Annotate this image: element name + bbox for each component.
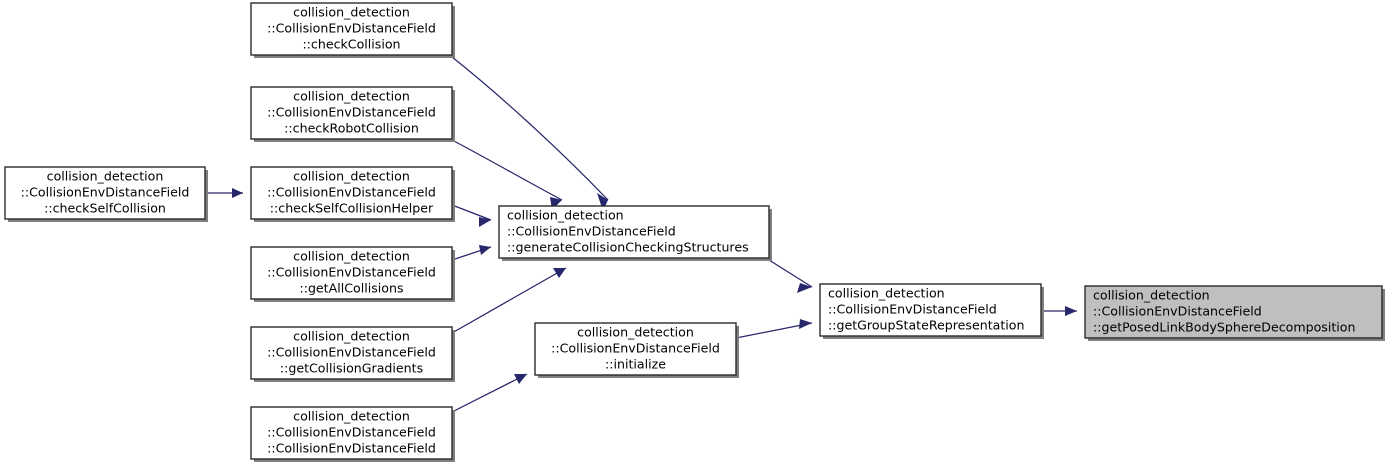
node-box[interactable]: [534, 322, 737, 376]
node-label-line: ::CollisionEnvDistanceField: [828, 302, 997, 317]
node-label-line: collision_detection: [1093, 288, 1210, 303]
node-label-line: collision_detection: [507, 208, 624, 223]
edge-line: [451, 204, 492, 221]
node-label-line: collision_detection: [47, 169, 164, 184]
edge-checkSelfCollision-to-helper: [205, 188, 243, 198]
node-label-line: ::getCollisionGradients: [280, 361, 423, 376]
node-label-line: ::CollisionEnvDistanceField: [267, 345, 436, 360]
node-label-line: ::CollisionEnvDistanceField: [267, 425, 436, 440]
node-box[interactable]: [819, 283, 1042, 337]
edge-getAllCollisions-to-generate: [451, 245, 492, 261]
edge-line: [768, 259, 813, 288]
graph-node-checkSelfCollisionHelper[interactable]: collision_detection::CollisionEnvDistanc…: [250, 166, 455, 222]
edge-line: [451, 373, 528, 413]
node-label-line: ::CollisionEnvDistanceField: [551, 341, 720, 356]
node-label-line: collision_detection: [577, 325, 694, 340]
graph-node-generateCollisionCheckingStructures[interactable]: collision_detection::CollisionEnvDistanc…: [498, 205, 772, 261]
node-label-line: collision_detection: [293, 169, 410, 184]
node-label-line: ::CollisionEnvDistanceField: [1093, 304, 1262, 319]
edge-checkCollision-to-generate: [451, 56, 609, 211]
node-label-line: ::checkCollision: [302, 37, 400, 52]
node-label-line: collision_detection: [293, 249, 410, 264]
arrowhead-icon: [799, 319, 812, 329]
node-label-line: ::CollisionEnvDistanceField: [507, 224, 676, 239]
arrowhead-icon: [553, 268, 566, 278]
edge-helper-to-generate: [451, 204, 492, 227]
edge-checkRobotCollision-to-generate: [451, 139, 563, 210]
node-label-line: ::initialize: [605, 357, 666, 372]
node-label-line: ::getGroupStateRepresentation: [828, 318, 1025, 333]
graph-node-getPosedLinkBodySphereDecomposition[interactable]: collision_detection::CollisionEnvDistanc…: [1084, 285, 1385, 341]
node-label-line: ::CollisionEnvDistanceField: [267, 21, 436, 36]
node-label-line: collision_detection: [293, 89, 410, 104]
edge-getCollisionGradients-to-generate: [451, 267, 567, 334]
nodes-layer: collision_detection::CollisionEnvDistanc…: [4, 2, 1385, 462]
node-label-line: collision_detection: [293, 329, 410, 344]
edge-line: [735, 322, 813, 339]
node-box[interactable]: [1084, 285, 1383, 339]
node-label-line: ::CollisionEnvDistanceField: [21, 185, 190, 200]
arrowhead-icon: [797, 283, 812, 293]
node-label-line: ::CollisionEnvDistanceField: [267, 185, 436, 200]
graph-node-initialize[interactable]: collision_detection::CollisionEnvDistanc…: [534, 322, 739, 378]
edge-getGroupStateRepresentation-to-getPosed: [1041, 306, 1077, 316]
node-box[interactable]: [250, 2, 453, 56]
node-box[interactable]: [250, 86, 453, 140]
node-label-line: ::checkRobotCollision: [284, 121, 419, 136]
node-box[interactable]: [250, 326, 453, 380]
node-box[interactable]: [498, 205, 770, 259]
node-label-line: ::checkSelfCollision: [44, 201, 166, 216]
edge-constructor-to-initialize: [451, 373, 528, 413]
graph-node-checkRobotCollision[interactable]: collision_detection::CollisionEnvDistanc…: [250, 86, 455, 142]
node-label-line: ::checkSelfCollisionHelper: [270, 201, 434, 216]
node-label-line: ::CollisionEnvDistanceField: [267, 441, 436, 456]
arrowhead-icon: [479, 217, 491, 227]
graph-node-getGroupStateRepresentation[interactable]: collision_detection::CollisionEnvDistanc…: [819, 283, 1044, 339]
node-label-line: collision_detection: [293, 409, 410, 424]
node-box[interactable]: [250, 246, 453, 300]
node-label-line: ::getAllCollisions: [299, 281, 403, 296]
edges-layer: [205, 56, 1077, 413]
graph-node-constructor[interactable]: collision_detection::CollisionEnvDistanc…: [250, 406, 455, 462]
arrowhead-icon: [1065, 306, 1077, 316]
node-box[interactable]: [250, 406, 453, 460]
graph-node-getAllCollisions[interactable]: collision_detection::CollisionEnvDistanc…: [250, 246, 455, 302]
node-label-line: ::CollisionEnvDistanceField: [267, 265, 436, 280]
arrowhead-icon: [597, 193, 608, 211]
node-box[interactable]: [4, 166, 206, 220]
node-label-line: collision_detection: [828, 286, 945, 301]
edge-generate-to-getGroupStateRepresentation: [768, 259, 813, 293]
node-label-line: collision_detection: [293, 5, 410, 20]
node-label-line: ::CollisionEnvDistanceField: [267, 105, 436, 120]
arrowhead-icon: [514, 374, 527, 384]
edge-line: [451, 139, 563, 201]
edge-line: [451, 56, 609, 201]
edge-line: [451, 267, 567, 334]
graph-node-checkSelfCollision[interactable]: collision_detection::CollisionEnvDistanc…: [4, 166, 208, 222]
arrowhead-icon: [232, 188, 243, 198]
node-label-line: ::generateCollisionCheckingStructures: [507, 240, 749, 255]
node-box[interactable]: [250, 166, 453, 220]
arrowhead-icon: [479, 245, 491, 255]
graph-node-checkCollision[interactable]: collision_detection::CollisionEnvDistanc…: [250, 2, 455, 58]
edge-initialize-to-getGroupStateRepresentation: [735, 319, 813, 339]
graph-node-getCollisionGradients[interactable]: collision_detection::CollisionEnvDistanc…: [250, 326, 455, 382]
node-label-line: ::getPosedLinkBodySphereDecomposition: [1093, 320, 1356, 335]
